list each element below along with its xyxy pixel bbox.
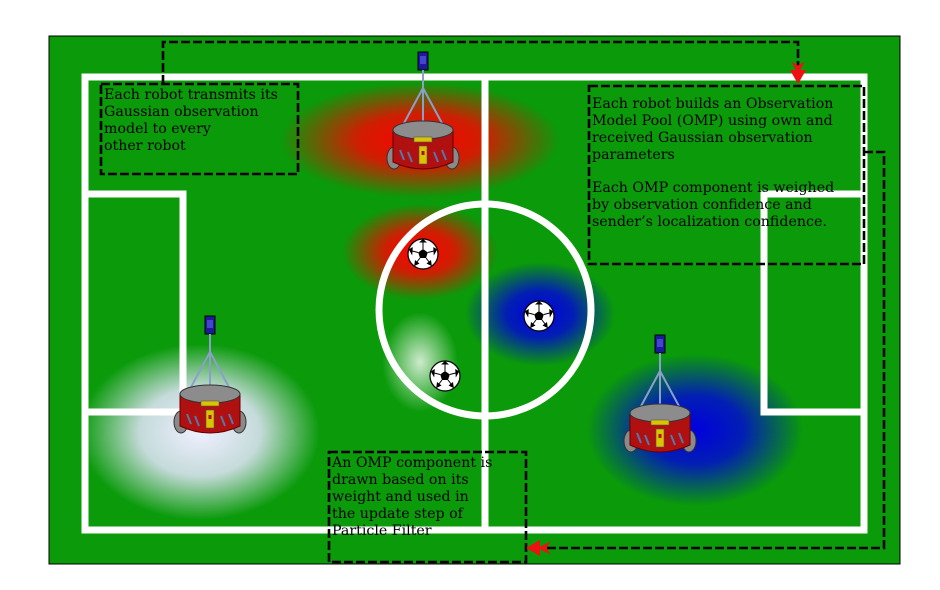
callout-box-transmit: [99, 82, 300, 176]
callout-line: received Gaussian observation: [592, 130, 813, 146]
arrow-transmit-to-omp: [161, 40, 805, 84]
callout-line: by observation confidence and: [592, 197, 812, 213]
callout-box-omp: [587, 84, 866, 266]
callout-line: the update step of: [332, 506, 463, 522]
field-boundary: [81, 73, 868, 534]
callout-line: weight and used in: [332, 489, 469, 505]
callout-line: Particle Filter: [332, 523, 432, 539]
heat-blob-blue-right: [587, 354, 803, 506]
red-arrowhead-icon: [790, 70, 806, 84]
callout-line: Gaussian observation: [104, 104, 259, 120]
callout-box-draw: [327, 450, 528, 564]
soccer-ball-icon: [429, 360, 461, 392]
left-goal-box: [85, 190, 187, 416]
callout-draw-text: An OMP component is drawn based on its w…: [332, 455, 524, 540]
soccer-ball-icon: [407, 238, 439, 270]
callout-line: Model Pool (OMP) using own and: [592, 113, 833, 129]
soccer-ball-icon: [523, 300, 555, 332]
callout-line: Each robot builds an Observation: [592, 96, 834, 112]
callout-boxes: [99, 82, 866, 564]
callout-line: parameters: [592, 147, 675, 163]
callout-line: drawn based on its: [332, 472, 469, 488]
callout-line: Each robot transmits its: [104, 87, 278, 103]
callout-line: An OMP component is: [332, 455, 493, 471]
center-circle: [375, 200, 595, 420]
callout-line: other robot: [104, 138, 186, 154]
flow-arrows: [161, 40, 886, 555]
callout-paragraph: Each OMP component is weighed by observa…: [592, 180, 862, 231]
field-lines: [81, 73, 868, 534]
callout-paragraph: Each robot builds an Observation Model P…: [592, 96, 862, 164]
callout-transmit-text: Each robot transmits its Gaussian observ…: [104, 87, 296, 155]
red-arrowhead-icon: [526, 540, 540, 556]
arrow-omp-to-draw: [537, 150, 886, 555]
callout-line: model to every: [104, 121, 211, 137]
right-goal-box: [760, 190, 864, 416]
callout-line: sender’s localization confidence.: [592, 214, 827, 230]
callout-line: Each OMP component is weighed: [592, 180, 835, 196]
callout-omp-text: Each robot builds an Observation Model P…: [592, 96, 862, 231]
